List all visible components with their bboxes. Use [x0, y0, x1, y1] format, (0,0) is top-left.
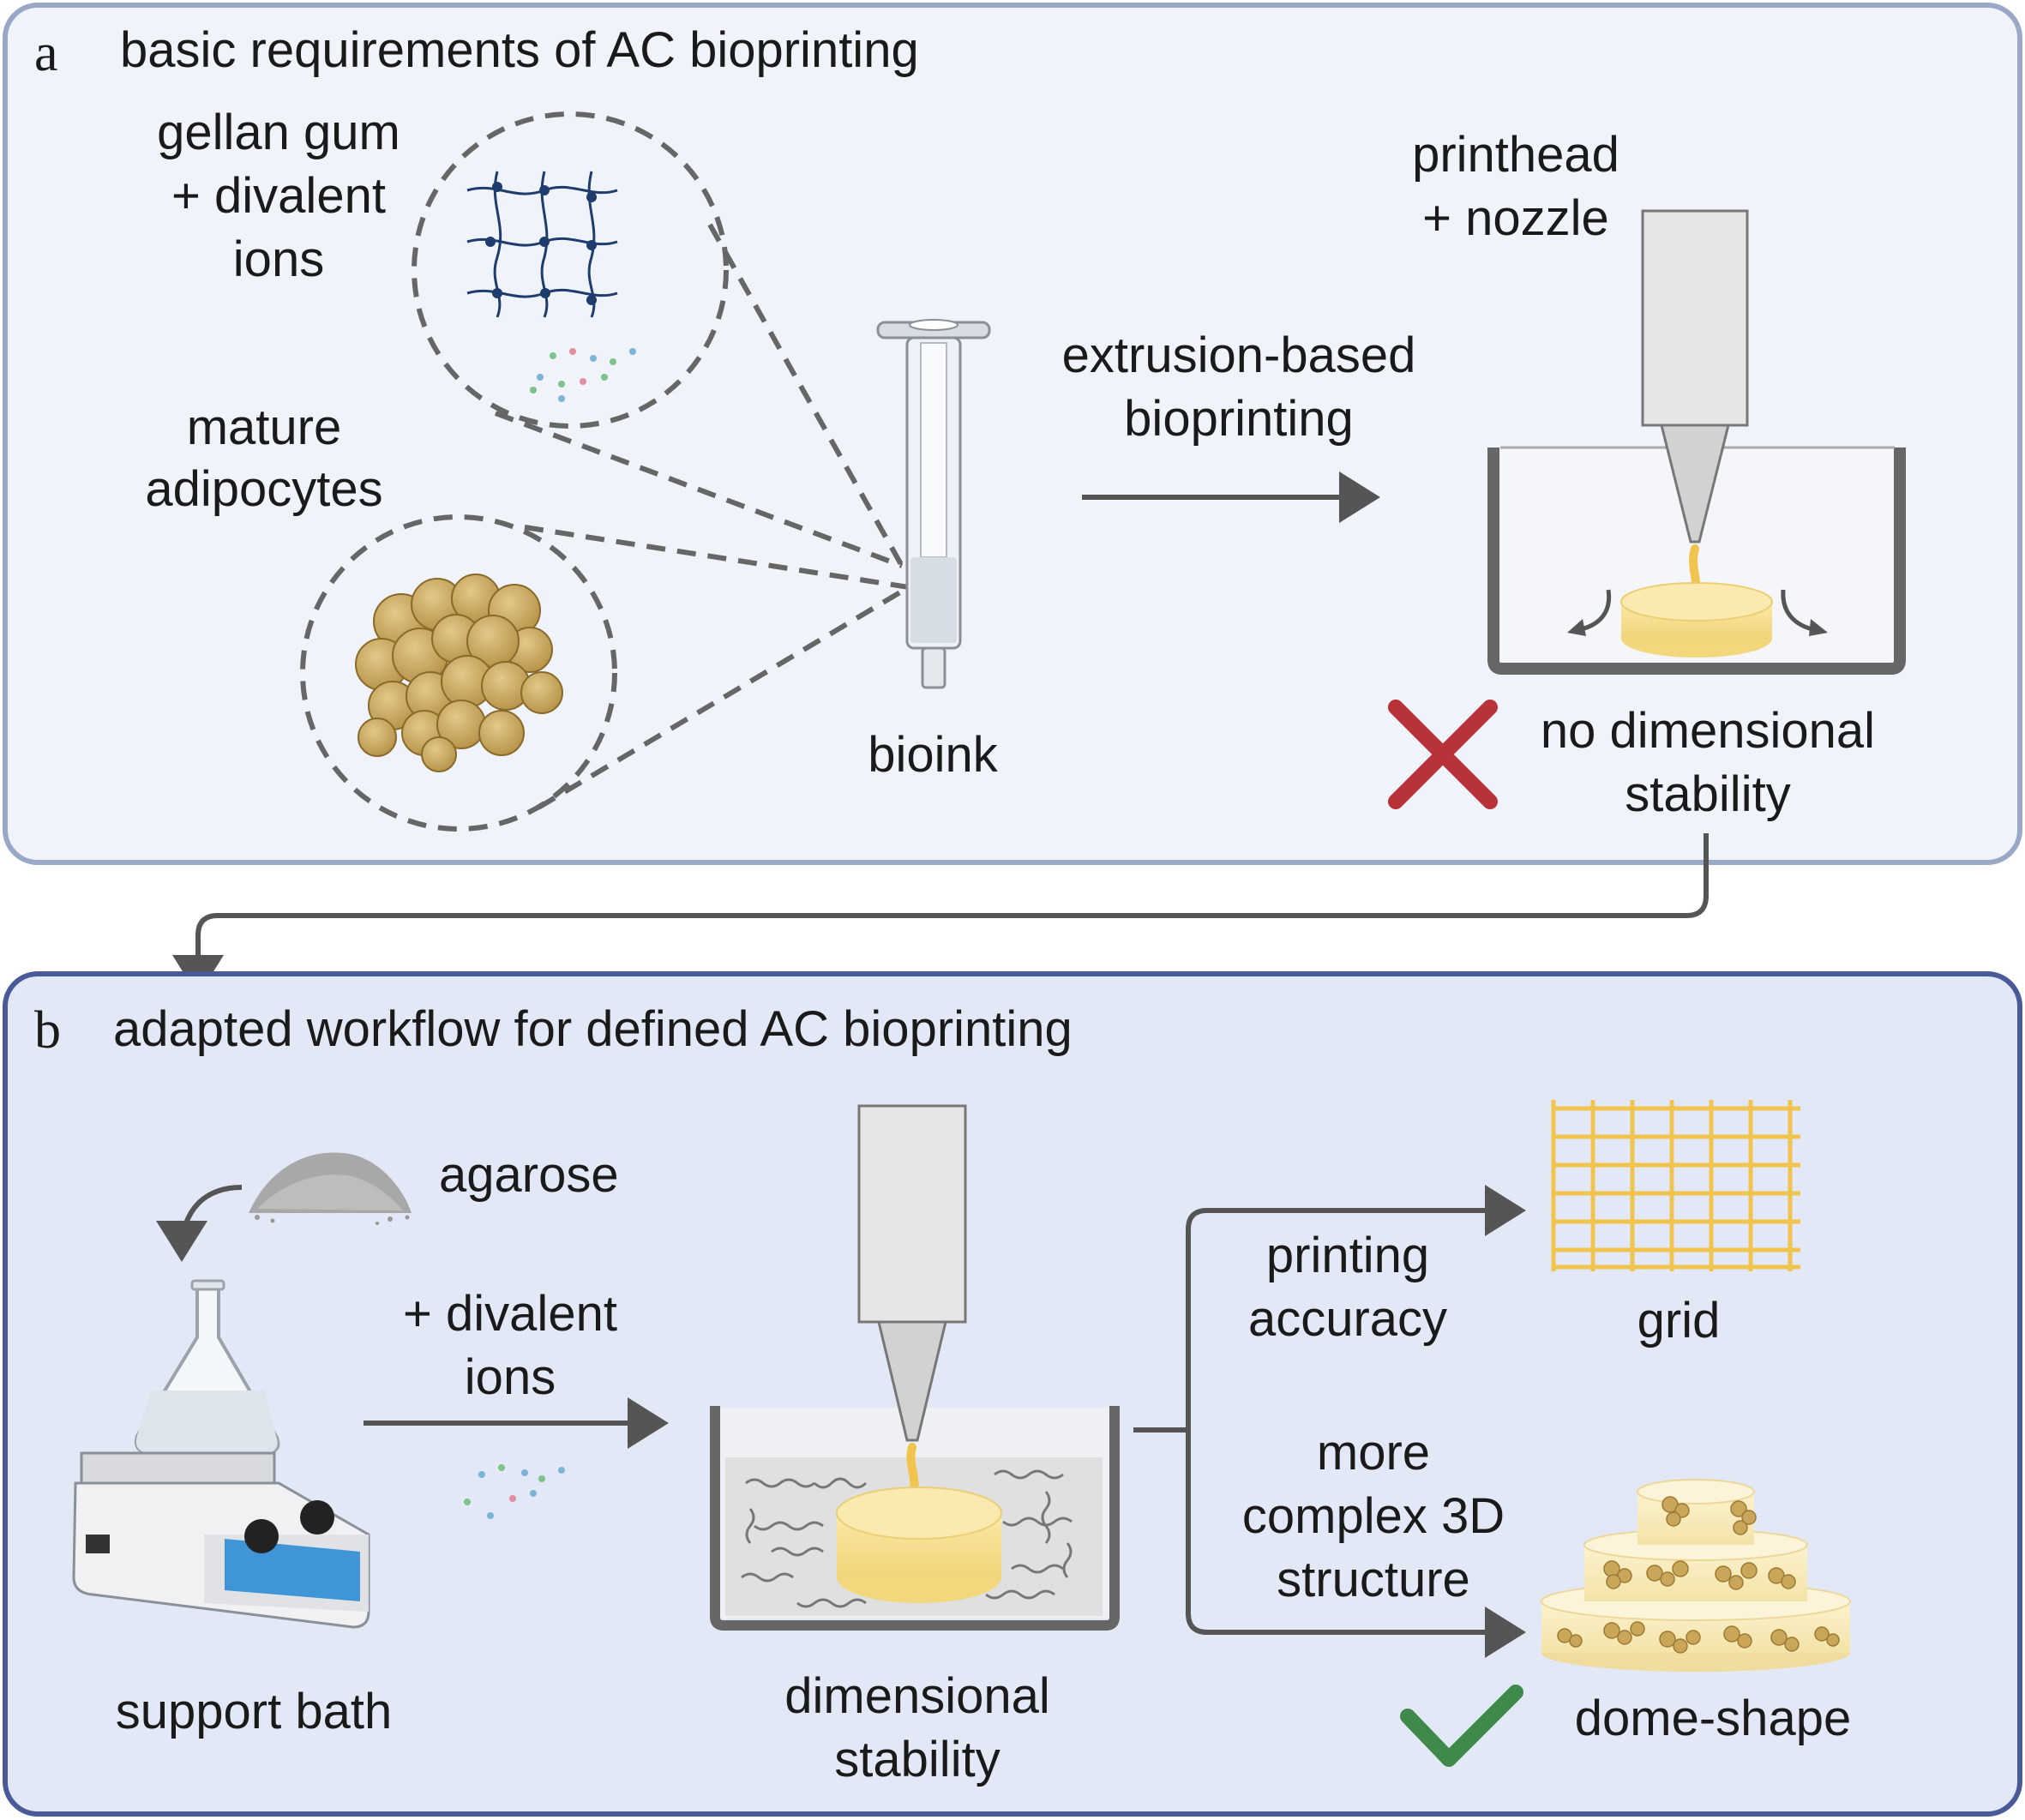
agarose-arrow	[156, 1185, 243, 1262]
connector-arrow	[172, 833, 1709, 996]
printhead-label-line2: + nozzle	[1422, 190, 1609, 246]
extrusion-label-line1: extrusion-based	[1062, 327, 1416, 383]
magnification-lines	[494, 223, 910, 810]
dome-construct-icon	[1541, 1479, 1851, 1672]
adipocytes-cluster-icon	[300, 514, 617, 832]
complex-label-line3: structure	[1277, 1552, 1470, 1607]
ions-dots-icon	[464, 1464, 565, 1519]
agarose-label: agarose	[439, 1147, 619, 1203]
gellan-label-line2: + divalent	[171, 168, 386, 224]
accuracy-label-line1: printing	[1266, 1228, 1429, 1283]
printhead-bath-icon	[1487, 209, 1906, 675]
agarose-powder-icon	[249, 1152, 412, 1225]
panel-b-title: adapted workflow for defined AC bioprint…	[113, 1001, 1073, 1057]
result-label-line2: stability	[1625, 766, 1790, 822]
cross-icon	[1388, 700, 1498, 809]
divalent-label-line1: + divalent	[403, 1286, 617, 1342]
result-label-line1: no dimensional	[1541, 703, 1875, 759]
extrusion-label-line2: bioprinting	[1124, 391, 1354, 447]
complex-label-line1: more	[1317, 1425, 1430, 1481]
gellan-label-line1: gellan gum	[157, 105, 400, 160]
panel-b	[3, 971, 2022, 1817]
accuracy-label-line2: accuracy	[1248, 1291, 1447, 1347]
gellan-label-line3: ions	[233, 231, 324, 287]
stability-label-line2: stability	[834, 1732, 1000, 1787]
support-bath-printing-icon	[710, 1104, 1120, 1631]
complex-label-line2: complex 3D	[1242, 1488, 1505, 1544]
dome-label: dome-shape	[1575, 1691, 1851, 1746]
divalent-label-line2: ions	[465, 1349, 556, 1405]
gellan-network-icon	[412, 111, 729, 429]
stability-label-line1: dimensional	[784, 1668, 1050, 1724]
adipocytes-label-line1: mature	[187, 399, 342, 455]
panel-a-title: basic requirements of AC bioprinting	[120, 22, 919, 78]
panel-a-letter: a	[34, 24, 58, 82]
branch-arrows	[1133, 1185, 1526, 1658]
magnetic-stirrer-icon	[72, 1279, 370, 1629]
check-icon	[1400, 1685, 1523, 1767]
grid-construct-icon	[1551, 1100, 1800, 1271]
adipocytes-label-line2: adipocytes	[145, 461, 382, 517]
support-bath-label: support bath	[116, 1684, 392, 1739]
bioink-label: bioink	[868, 727, 999, 783]
printhead-label-line1: printhead	[1412, 127, 1619, 183]
grid-label: grid	[1637, 1293, 1721, 1348]
panel-b-letter: b	[34, 1001, 61, 1060]
syringe-icon	[876, 319, 991, 689]
